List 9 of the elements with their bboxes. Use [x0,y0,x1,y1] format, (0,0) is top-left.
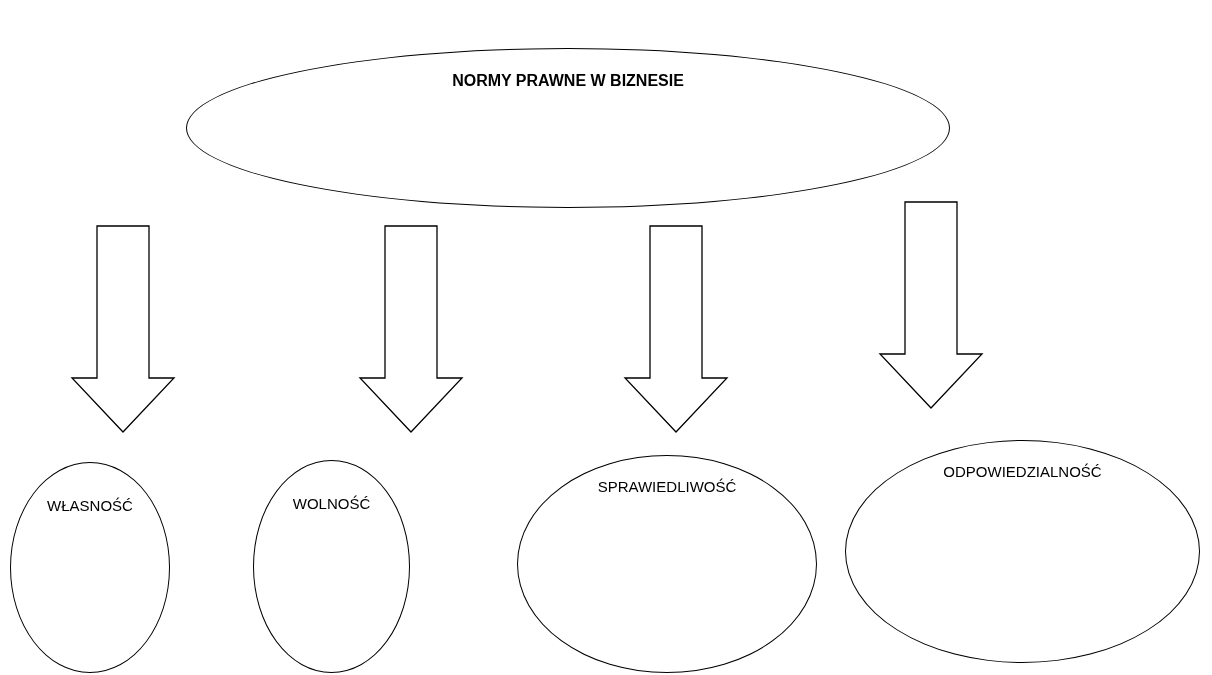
block-arrow [878,201,984,409]
node-label: ODPOWIEDZIALNOŚĆ [943,462,1102,482]
node-label: NORMY PRAWNE W BIZNESIE [452,71,684,91]
block-arrow [358,225,464,433]
block-arrow [623,225,729,433]
block-arrow [70,225,176,433]
node-label: SPRAWIEDLIWOŚĆ [597,477,737,497]
node-label: WŁASNOŚĆ [47,496,133,516]
node-label: WOLNOŚĆ [292,494,371,514]
